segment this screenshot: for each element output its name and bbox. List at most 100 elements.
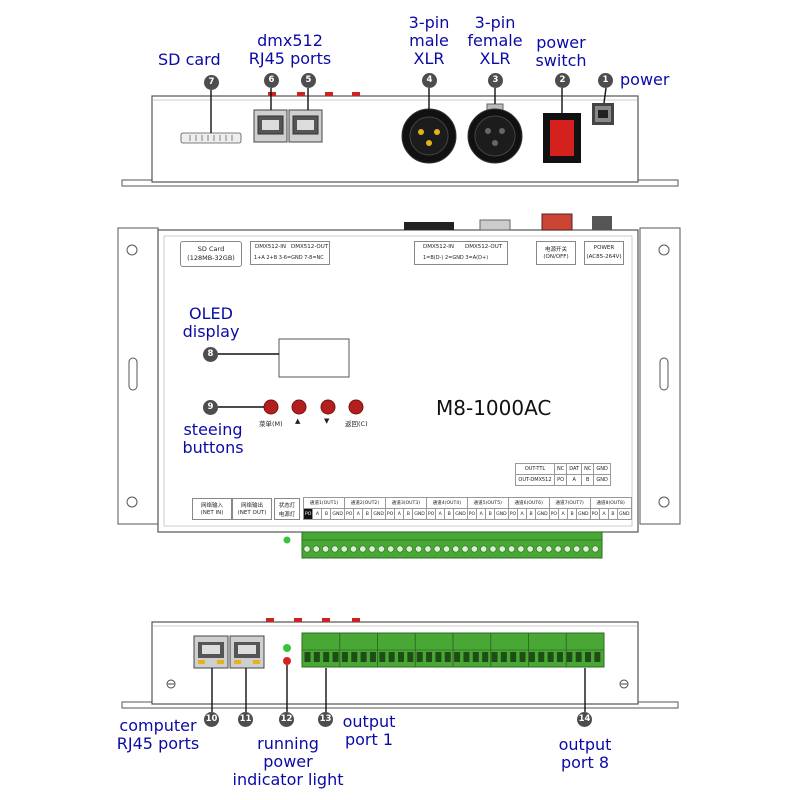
channel-pin: PO <box>507 508 519 520</box>
terminal-screw <box>489 545 497 553</box>
badge-8: 8 <box>203 347 218 362</box>
channel-pin: PO <box>302 508 314 520</box>
channel-header: 通道8(OUT8) <box>589 497 632 509</box>
channel-label-strip: 通道1(OUT1)通道2(OUT2)通道3(OUT3)通道4(OUT4)通道5(… <box>302 497 632 520</box>
terminal-screw <box>452 545 460 553</box>
terminal-hole <box>341 652 348 662</box>
channel-header: 通道2(OUT2) <box>343 497 386 509</box>
terminal-hole <box>369 652 376 662</box>
channel-pin: GND <box>453 508 468 520</box>
channel-pin: B <box>444 508 455 520</box>
terminal-hole <box>547 652 554 662</box>
back-button[interactable] <box>349 400 363 414</box>
btn-back-label: 返回(C) <box>345 420 368 428</box>
badge-10: 10 <box>204 712 219 727</box>
terminal-screw <box>480 545 488 553</box>
channel-pin: A <box>558 508 569 520</box>
callout-indicator-light: running power indicator light <box>232 734 344 789</box>
terminal-hole <box>323 652 330 662</box>
terminal-screw <box>545 545 553 553</box>
badge-14: 14 <box>577 712 592 727</box>
terminal-hole <box>463 652 470 662</box>
terminal-screw <box>582 545 590 553</box>
terminal-hole <box>351 652 358 662</box>
terminal-screw <box>526 545 534 553</box>
terminal-hole <box>482 652 489 662</box>
badge-2: 2 <box>555 73 570 88</box>
terminal-screw <box>563 545 571 553</box>
terminal-hole <box>388 652 395 662</box>
terminal-screw <box>387 545 395 553</box>
terminal-screw <box>442 545 450 553</box>
terminal-screw <box>303 545 311 553</box>
callout-oled: OLED display <box>182 304 240 341</box>
terminal-hole <box>510 652 517 662</box>
terminal-screw <box>415 545 423 553</box>
leader-lines <box>210 87 607 712</box>
channel-pin: B <box>567 508 578 520</box>
channel-table: 通道1(OUT1)通道2(OUT2)通道3(OUT3)通道4(OUT4)通道5(… <box>302 497 632 520</box>
channel-pin: A <box>435 508 446 520</box>
channel-pin: A <box>353 508 364 520</box>
channel-pin: A <box>476 508 487 520</box>
model-name: M8-1000AC <box>436 396 552 420</box>
terminal-screw <box>461 545 469 553</box>
callout-power-switch: power switch <box>535 33 587 70</box>
terminal-hole <box>556 652 563 662</box>
terminal-screw <box>377 545 385 553</box>
terminal-screw <box>517 545 525 553</box>
callout-output-port-1: output port 1 <box>342 712 396 749</box>
terminal-hole <box>304 652 311 662</box>
terminal-screw <box>312 545 320 553</box>
channel-pin: GND <box>535 508 550 520</box>
terminal-hole <box>472 652 479 662</box>
menu-button[interactable] <box>264 400 278 414</box>
terminal-screw <box>340 545 348 553</box>
badge-4: 4 <box>422 73 437 88</box>
dmx-rj45-label-box: DMX512-IN DMX512-OUT 1+A 2+B 3-6=GND 7-8… <box>250 241 330 265</box>
terminal-hole <box>575 652 582 662</box>
terminal-hole <box>379 652 386 662</box>
up-button[interactable] <box>292 400 306 414</box>
channel-pin: A <box>517 508 528 520</box>
terminal-hole <box>585 652 591 662</box>
down-button[interactable] <box>321 400 335 414</box>
badge-13: 13 <box>318 712 333 727</box>
terminal-screw <box>554 545 562 553</box>
channel-pin: GND <box>616 508 632 520</box>
terminal-hole <box>566 652 573 662</box>
channel-pin: GND <box>371 508 386 520</box>
callout-xlr-male: 3-pin male XLR <box>408 13 450 68</box>
status-light-label: 状态灯 电源灯 <box>274 498 300 520</box>
btn-down-label: ▼ <box>324 417 330 425</box>
terminal-screw <box>368 545 376 553</box>
terminal-screw <box>359 545 367 553</box>
terminal-hole <box>407 652 414 662</box>
badge-1: 1 <box>598 73 613 88</box>
channel-pin: PO <box>384 508 396 520</box>
channel-pin: GND <box>330 508 345 520</box>
badge-5: 5 <box>301 73 316 88</box>
dmx-rj45-ports <box>253 109 323 143</box>
top-view <box>121 92 679 187</box>
terminal-hole <box>313 652 320 662</box>
terminal-hole <box>528 652 535 662</box>
channel-pin: PO <box>548 508 560 520</box>
terminal-screw <box>331 545 339 553</box>
channel-pin: PO <box>466 508 478 520</box>
switch-label-box: 电源开关 (ON/OFF) <box>536 241 576 265</box>
btn-up-label: ▲ <box>295 417 301 425</box>
dmx-xlr-label-box: DMX512-IN DMX512-OUT 1=B(D-) 2=GND 3=A(D… <box>414 241 508 265</box>
power-label-box: POWER (AC85-264V) <box>584 241 624 265</box>
badge-7: 7 <box>204 75 219 90</box>
channel-pin: A <box>312 508 323 520</box>
net-out-label: 网络输出 (NET OUT) <box>232 498 272 520</box>
terminal-hole <box>416 652 423 662</box>
terminal-hole <box>538 652 545 662</box>
terminal-hole <box>360 652 367 662</box>
terminal-hole <box>491 652 498 662</box>
channel-pin: B <box>362 508 373 520</box>
terminal-screw <box>470 545 478 553</box>
channel-pin: A <box>394 508 405 520</box>
